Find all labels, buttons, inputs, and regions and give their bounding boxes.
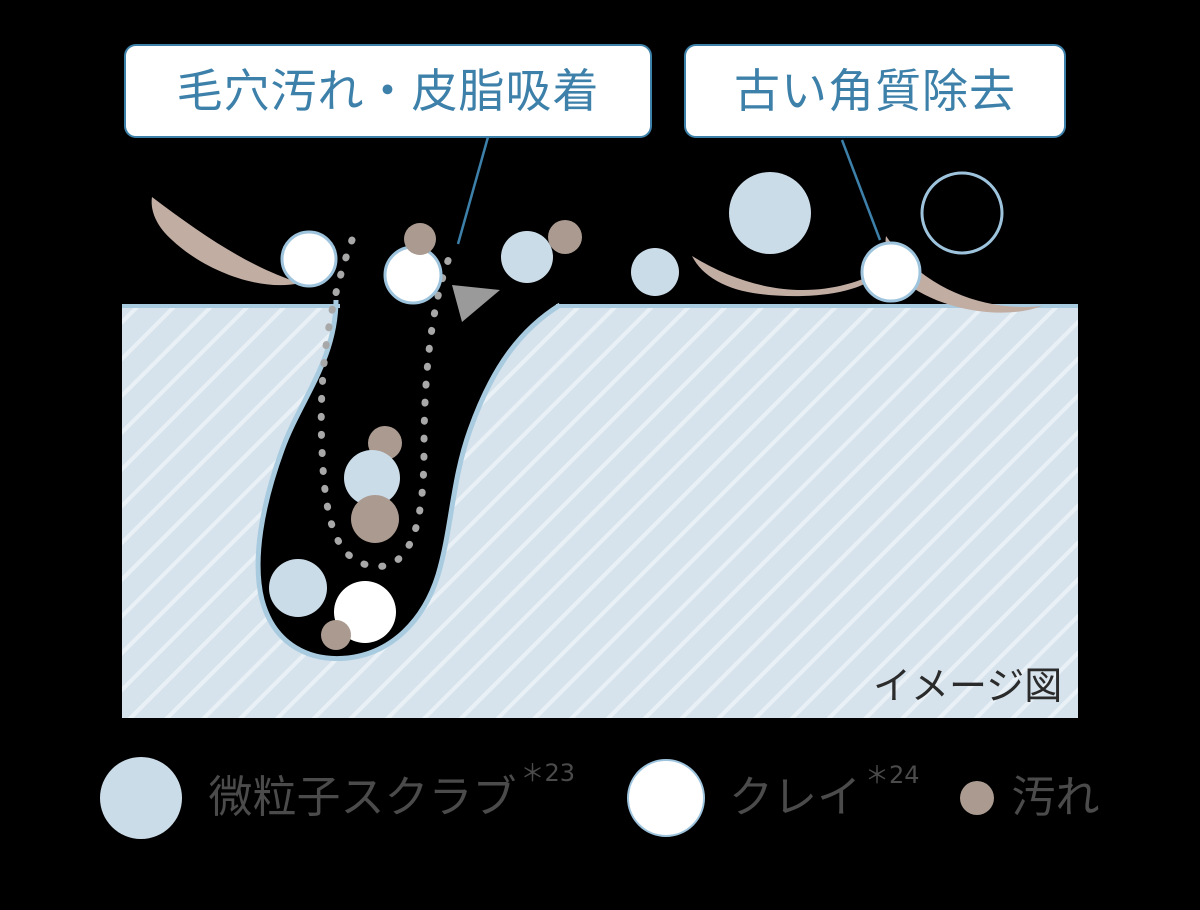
dirt-particle-surface-1 [404, 223, 436, 255]
clay-particle-surface-3 [860, 241, 922, 303]
keratin-flake-right [885, 236, 1042, 313]
dirt-flow-dotted-path [317, 236, 456, 570]
legend: 微粒子スクラブ ＊23 クレイ ＊24 汚れ [0, 752, 1200, 844]
legend-note-scrub: ＊23 [520, 759, 575, 787]
callout-keratin-removal[interactable]: 古い角質除去 [684, 44, 1066, 138]
callout-pore-cleansing[interactable]: 毛穴汚れ・皮脂吸着 [124, 44, 652, 138]
clay-particle-outline-surface-4 [920, 171, 1004, 255]
image-caption: イメージ図 [873, 664, 1063, 708]
legend-swatch-dirt-icon [959, 781, 994, 815]
scrub-particle-surface-3 [729, 172, 811, 254]
scrub-particle-surface-1 [501, 231, 553, 283]
legend-item-dirt: 汚れ [959, 772, 1100, 823]
leader-line-pore-cleansing [456, 136, 490, 245]
clay-particle-surface-2 [383, 245, 443, 305]
flow-arrowhead-icon [452, 285, 500, 322]
skin-layer [122, 305, 1078, 718]
callout-pore-cleansing-label: 毛穴汚れ・皮脂吸着 [176, 64, 600, 118]
callout-keratin-removal-label: 古い角質除去 [734, 64, 1016, 118]
pore-cavity-outline [255, 299, 562, 662]
scrub-particle-pore-2 [269, 559, 327, 617]
keratin-flake-center [692, 256, 886, 297]
dirt-particle-pore-2 [351, 495, 399, 543]
dirt-particle-surface-2 [548, 220, 582, 254]
legend-label-scrub: 微粒子スクラブ [208, 772, 517, 823]
dirt-particle-pore-3 [321, 620, 351, 650]
clay-particle-pore-1 [334, 581, 396, 643]
clay-particle-surface-1 [280, 230, 338, 288]
legend-swatch-scrub-icon [100, 757, 183, 839]
keratin-flake-left [151, 197, 300, 286]
skin-hatched-body [122, 305, 1078, 718]
legend-item-clay: クレイ ＊24 [627, 759, 920, 837]
legend-item-scrub: 微粒子スクラブ ＊23 [100, 757, 575, 839]
legend-label-dirt: 汚れ [1011, 772, 1100, 823]
leader-line-keratin-removal [840, 139, 882, 241]
scrub-particle-pore-1 [344, 450, 400, 506]
legend-note-clay: ＊24 [865, 761, 920, 789]
scrub-particle-surface-2 [631, 248, 679, 296]
legend-label-clay: クレイ [729, 772, 861, 823]
legend-swatch-clay-icon [627, 759, 705, 837]
